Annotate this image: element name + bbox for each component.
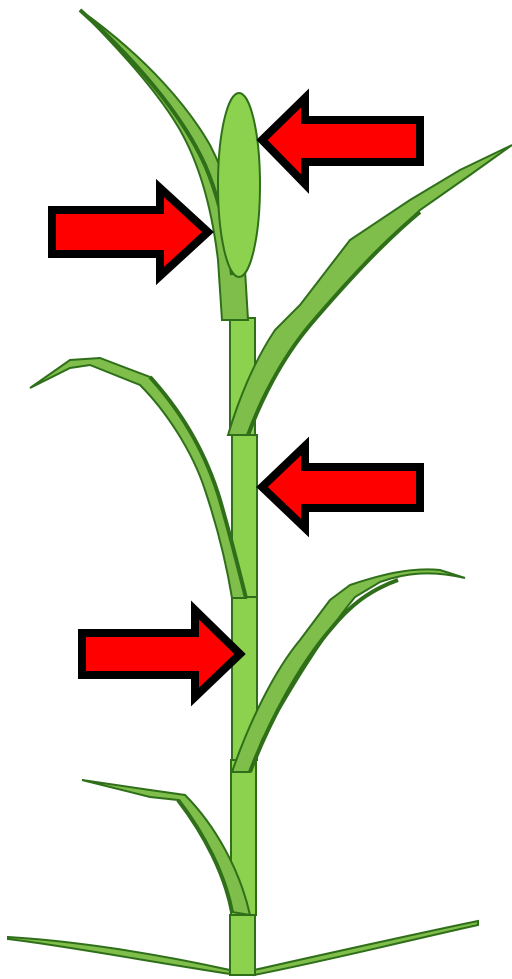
flag-leaf-head	[218, 93, 260, 277]
stem-segment-1	[230, 915, 255, 975]
